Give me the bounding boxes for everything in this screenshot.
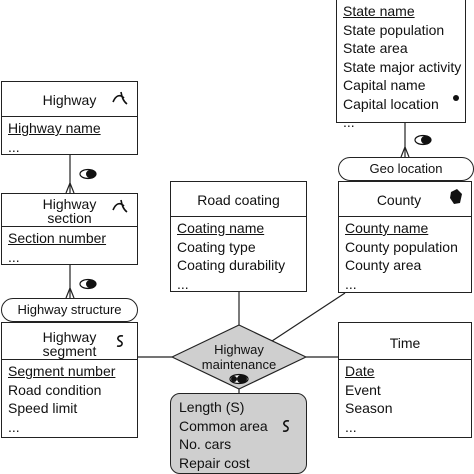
state-attr-3: State major activity	[343, 58, 462, 75]
crowfoot-highway-section	[65, 181, 75, 194]
time-attr-1: Event	[345, 381, 381, 398]
highway-section-header: Highway section	[2, 194, 137, 227]
section-attr-0: Section number	[8, 230, 107, 246]
measure-2: No. cars	[179, 436, 232, 452]
segment-attr-1: Road condition	[8, 381, 102, 398]
county-attributes: County name County population County are…	[339, 217, 471, 293]
aggregation-icon	[79, 168, 97, 180]
state-attr-1: State population	[343, 21, 445, 38]
time-attr-0: Date	[345, 363, 375, 379]
coating-attr-1: Coating type	[177, 238, 256, 255]
state-attr-0: State name	[343, 3, 415, 19]
road-coating-attributes: Coating name Coating type Coating durabi…	[171, 217, 306, 293]
geo-location-label: Geo location	[338, 157, 474, 181]
section-attr-1: ...	[8, 248, 20, 265]
county-attr-0: County name	[345, 220, 429, 236]
highway-section-attributes: Section number ...	[2, 227, 137, 266]
spatial-function-icon	[229, 373, 249, 385]
county-attr-1: County population	[345, 238, 458, 255]
coating-attr-2: Coating durability	[177, 257, 286, 273]
county-title: County	[376, 192, 422, 208]
highway-entity: Highway Highway name ...	[1, 81, 138, 155]
state-attributes: State name State population State area S…	[337, 0, 465, 132]
highway-header: Highway	[2, 82, 137, 117]
aggregation-icon	[414, 134, 432, 146]
measures-box: Length (S) Common area No. cars Repair c…	[170, 393, 307, 474]
highway-section-title-1: Highway	[42, 196, 97, 212]
segment-attr-2: Speed limit	[8, 400, 78, 416]
highway-segment-entity: Highway segment Segment number Road cond…	[1, 322, 138, 438]
highway-segment-header: Highway segment	[2, 323, 137, 360]
relationship-title-2: maintenance	[201, 357, 277, 372]
county-header: County	[339, 182, 471, 217]
point-icon	[453, 95, 459, 101]
time-title: Time	[389, 335, 421, 351]
crowfoot-section-structure	[65, 286, 75, 299]
highway-title: Highway	[42, 92, 97, 108]
highway-segment-title-1: Highway	[42, 329, 97, 345]
state-entity: State name State population State area S…	[336, 0, 466, 130]
coating-attr-3: ...	[177, 275, 189, 292]
state-attr-5: Capital location	[343, 95, 439, 112]
highway-section-title-2: section	[47, 210, 92, 226]
segment-attr-0: Segment number	[8, 363, 116, 379]
highway-segment-attributes: Segment number Road condition Speed limi…	[2, 360, 137, 436]
measure-1: Common area	[179, 417, 268, 434]
highway-segment-title-2: segment	[42, 343, 97, 359]
coating-attr-0: Coating name	[177, 220, 265, 236]
state-attr-4: Capital name	[343, 77, 426, 93]
road-coating-header: Road coating	[171, 182, 306, 217]
aggregation-icon	[79, 278, 97, 290]
county-entity: County County name County population Cou…	[338, 181, 472, 293]
state-attr-2: State area	[343, 40, 408, 56]
line-icon	[116, 335, 124, 347]
road-coating-title: Road coating	[197, 192, 280, 208]
highway-attributes: Highway name ...	[2, 117, 137, 156]
line-icon	[112, 199, 128, 213]
segment-attr-3: ...	[8, 418, 20, 435]
time-attr-3: ...	[345, 418, 357, 435]
highway-attr-0: Highway name	[8, 120, 101, 136]
relationship-diamond	[171, 324, 307, 390]
crowfoot-state-geo	[400, 145, 410, 158]
line-icon	[112, 91, 128, 105]
time-entity: Time Date Event Season ...	[338, 322, 472, 438]
time-header: Time	[339, 323, 471, 360]
measure-0: Length (S)	[179, 399, 245, 415]
road-coating-entity: Road coating Coating name Coating type C…	[170, 181, 307, 292]
state-attr-6: ...	[343, 114, 355, 130]
highway-structure-label: Highway structure	[1, 298, 138, 322]
relationship-title-1: Highway	[214, 342, 264, 357]
area-icon	[450, 189, 462, 204]
connector-rel-county	[271, 292, 346, 342]
measure-3: Repair cost	[179, 454, 250, 471]
time-attributes: Date Event Season ...	[339, 360, 471, 436]
line-icon	[282, 420, 290, 432]
time-attr-2: Season	[345, 400, 393, 416]
county-attr-2: County area	[345, 257, 422, 273]
county-attr-3: ...	[345, 275, 357, 292]
highway-attr-1: ...	[8, 138, 20, 155]
